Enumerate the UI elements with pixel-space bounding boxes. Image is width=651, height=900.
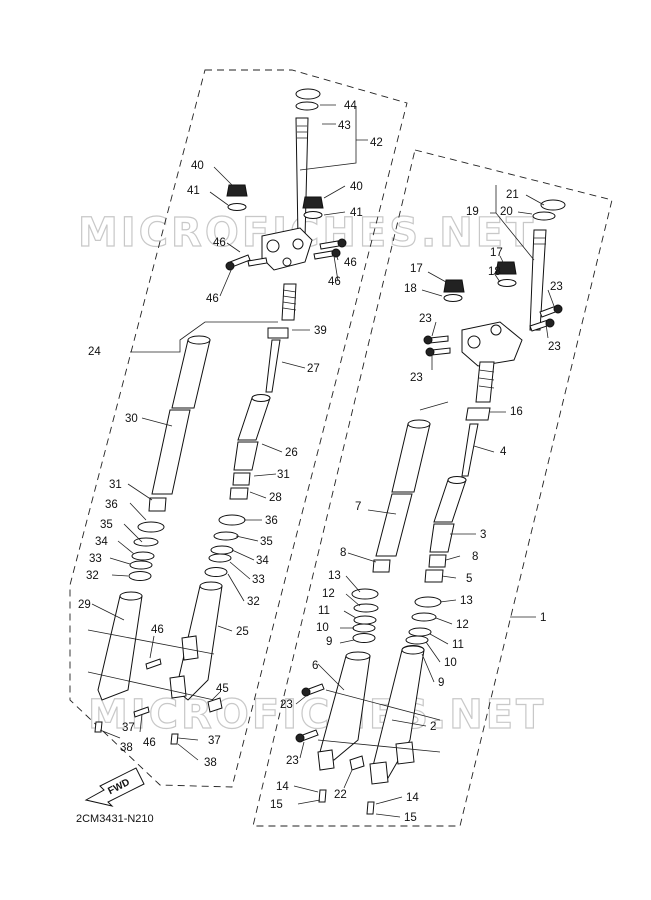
- callout-20: 20: [500, 206, 513, 218]
- callout-1: 1: [540, 612, 546, 624]
- callout-33: 33: [252, 574, 265, 586]
- callout-39: 39: [314, 325, 327, 337]
- callout-34: 34: [256, 555, 269, 567]
- callout-41: 41: [187, 185, 200, 197]
- callout-31: 31: [277, 469, 290, 481]
- callout-13: 13: [328, 570, 341, 582]
- left-fork-assembly-boundary: [69, 69, 408, 788]
- callout-36: 36: [105, 499, 118, 511]
- callout-22: 22: [334, 789, 347, 801]
- callout-36: 36: [265, 515, 278, 527]
- callout-labels: 44 43 42 40 41 40 41 46 46 46 46 39 24 2…: [78, 100, 563, 824]
- callout-38: 38: [120, 742, 133, 754]
- callout-15: 15: [270, 799, 283, 811]
- callout-29: 29: [78, 599, 91, 611]
- callout-46: 46: [151, 624, 164, 636]
- watermark-bottom: MICROFICHES.NET: [88, 692, 546, 738]
- callout-23: 23: [419, 313, 432, 325]
- callout-14: 14: [276, 781, 289, 793]
- callout-32: 32: [247, 596, 260, 608]
- callout-6: 6: [312, 660, 318, 672]
- callout-5: 5: [466, 573, 472, 585]
- callout-31: 31: [109, 479, 122, 491]
- left-fork-parts: [87, 88, 368, 761]
- callout-8: 8: [340, 547, 346, 559]
- callout-18: 18: [488, 266, 501, 278]
- callout-10: 10: [316, 622, 329, 634]
- callout-7: 7: [355, 501, 361, 513]
- callout-17: 17: [410, 263, 423, 275]
- fwd-arrow: FWD: [84, 767, 145, 807]
- callout-27: 27: [307, 363, 320, 375]
- callout-30: 30: [125, 413, 138, 425]
- callout-16: 16: [510, 406, 523, 418]
- callout-45: 45: [216, 683, 229, 695]
- callout-35: 35: [260, 536, 273, 548]
- right-fork-assembly-boundary: [252, 149, 613, 827]
- callout-23: 23: [548, 341, 561, 353]
- callout-46: 46: [143, 737, 156, 749]
- callout-41: 41: [350, 207, 363, 219]
- callout-12: 12: [322, 588, 335, 600]
- callout-46: 46: [213, 237, 226, 249]
- callout-9: 9: [438, 677, 444, 689]
- callout-25: 25: [236, 626, 249, 638]
- callout-2: 2: [430, 721, 436, 733]
- callout-40: 40: [191, 160, 204, 172]
- callout-40: 40: [350, 181, 363, 193]
- callout-13: 13: [460, 595, 473, 607]
- callout-46: 46: [328, 276, 341, 288]
- callout-35: 35: [100, 519, 113, 531]
- callout-23: 23: [280, 699, 293, 711]
- callout-33: 33: [89, 553, 102, 565]
- callout-10: 10: [444, 657, 457, 669]
- callout-18: 18: [404, 283, 417, 295]
- callout-14: 14: [406, 792, 419, 804]
- callout-21: 21: [506, 189, 519, 201]
- callout-43: 43: [338, 120, 351, 132]
- diagram-code: 2CM3431-N210: [76, 813, 154, 825]
- right-fork-parts: [293, 185, 566, 818]
- callout-28: 28: [269, 492, 282, 504]
- callout-19: 19: [466, 206, 479, 218]
- callout-23: 23: [550, 281, 563, 293]
- callout-17: 17: [490, 247, 503, 259]
- callout-23: 23: [410, 372, 423, 384]
- callout-46: 46: [344, 257, 357, 269]
- callout-15: 15: [404, 812, 417, 824]
- callout-9: 9: [326, 636, 332, 648]
- callout-3: 3: [480, 529, 486, 541]
- callout-26: 26: [285, 447, 298, 459]
- callout-24: 24: [88, 346, 101, 358]
- callout-11: 11: [452, 639, 464, 651]
- callout-34: 34: [95, 536, 108, 548]
- callout-11: 11: [318, 605, 330, 617]
- callout-38: 38: [204, 757, 217, 769]
- callout-32: 32: [86, 570, 99, 582]
- callout-44: 44: [344, 100, 357, 112]
- callout-42: 42: [370, 137, 383, 149]
- callout-23: 23: [286, 755, 299, 767]
- callout-37: 37: [122, 722, 135, 734]
- callout-8: 8: [472, 551, 478, 563]
- callout-4: 4: [500, 446, 507, 458]
- callout-12: 12: [456, 619, 469, 631]
- callout-46: 46: [206, 293, 219, 305]
- callout-37: 37: [208, 735, 221, 747]
